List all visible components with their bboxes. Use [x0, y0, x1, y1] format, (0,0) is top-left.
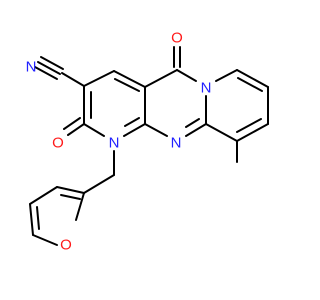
- bond-furan-c5-c4-double: [36, 206, 40, 230]
- bond-furan-o-c5: [32, 234, 58, 246]
- molecule-structure: N O O N N N O: [26, 30, 269, 254]
- bond-furan-c4-c3: [29, 186, 58, 205]
- bond-c10a-n1: [123, 123, 146, 137]
- bond-nitrile-triple-1: [34, 66, 58, 80]
- bond-n6-c7: [215, 69, 238, 82]
- bond-c11a-n12: [185, 123, 207, 137]
- bond-furan-c5-c4: [29, 203, 34, 236]
- bond-c2-o-double: [63, 117, 81, 130]
- bond-c9-c10: [236, 123, 269, 142]
- bond-c5-n6: [176, 69, 197, 82]
- ring-n-mid-label: N: [171, 135, 182, 152]
- atom-labels: N O O N N N O: [26, 30, 212, 254]
- bond-c10-c11a: [205, 123, 238, 142]
- bond-c7-c8: [236, 69, 269, 88]
- ring-n-left-label: N: [109, 135, 120, 152]
- bond-c4-c4a-double: [114, 78, 140, 92]
- bond-furan-c3-c2-double: [60, 194, 81, 200]
- bond-c4-c4a: [113, 70, 146, 88]
- bond-nitrile-triple-2: [37, 61, 61, 75]
- bond-c7-c8-double: [237, 77, 263, 92]
- bonds: [29, 46, 269, 246]
- bond-c9-c10-double: [236, 118, 262, 133]
- bond-n12-c10a: [144, 123, 168, 137]
- molecule-canvas: N O O N N N O: [25, 29, 269, 254]
- bond-c2-o: [67, 123, 85, 136]
- bond-furan-c3-c2: [56, 186, 85, 194]
- bond-c3-c4: [83, 70, 115, 87]
- furan-o-label: O: [60, 237, 72, 254]
- bond-n1-c2: [83, 123, 105, 137]
- nitrile-n-label: N: [26, 59, 37, 76]
- ring-n-top-label: N: [201, 80, 212, 97]
- bond-nitrile-triple-3: [40, 56, 64, 70]
- bond-c4a-c5: [144, 69, 178, 88]
- bond-nitrile-to-ring: [61, 72, 85, 87]
- carbonyl-o-top-label: O: [171, 30, 183, 47]
- carbonyl-o-left-label: O: [52, 135, 64, 152]
- bond-ch2-furan: [83, 174, 115, 194]
- bond-furan-c2-o: [75, 192, 85, 221]
- bond-c10a-n1-double: [124, 117, 140, 127]
- bond-c11a-n12-double: [185, 118, 200, 128]
